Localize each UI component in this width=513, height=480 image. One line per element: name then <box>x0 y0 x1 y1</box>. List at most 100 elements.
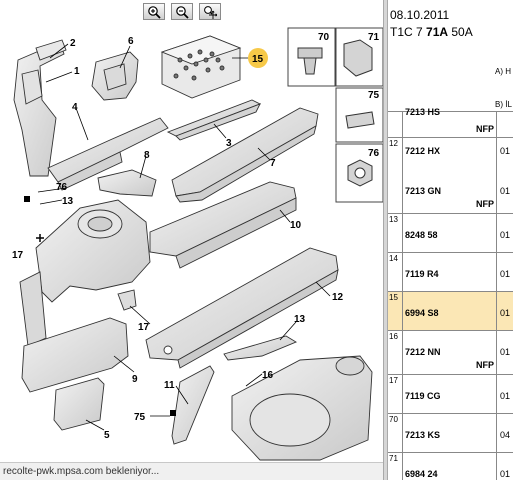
callout-3: 3 <box>226 138 232 149</box>
part-reference: 7213 HS <box>405 107 441 117</box>
row-refs: 6984 24 <box>403 453 497 480</box>
fastener-box-75 <box>335 87 383 143</box>
part-4-rail <box>47 117 169 191</box>
callout-1: 1 <box>74 66 80 77</box>
leader-lines <box>37 43 331 431</box>
part-reference[interactable]: 7213 GN <box>405 186 442 196</box>
row-refs: 7119 R4 <box>403 253 497 291</box>
row-index: 15 <box>388 292 403 330</box>
document-date: 08.10.2011 <box>390 8 450 22</box>
part-reference[interactable]: 6994 S8 <box>405 308 439 318</box>
pane-splitter[interactable] <box>383 0 388 480</box>
ref-suffix: 50A <box>448 25 473 39</box>
row-index: 70 <box>388 414 403 452</box>
zoom-in-button[interactable] <box>143 3 165 20</box>
part-reference[interactable]: 7119 CG <box>405 391 441 401</box>
row-qty: 01 <box>497 453 513 480</box>
callout-4: 4 <box>72 102 78 113</box>
part-1-2-bracket <box>13 39 67 177</box>
row-refs: 7212 HX 7213 GN NFP <box>403 138 497 213</box>
callout-76: 76 <box>56 182 68 193</box>
callout-10: 10 <box>290 220 302 231</box>
marker-76 <box>24 196 30 202</box>
part-10-member <box>149 181 297 269</box>
document-header: 08.10.2011 T1C 7 71A 50A A) H B) İL <box>388 0 513 118</box>
part-17-clip <box>117 289 137 311</box>
part-3-rail <box>166 99 262 141</box>
table-row[interactable]: 7213 HS NFP <box>388 107 513 138</box>
row-index: 16 <box>388 331 403 374</box>
zoom-out-button[interactable] <box>171 3 193 20</box>
callout-75: 75 <box>134 412 146 423</box>
option-b-label: B) İL <box>495 100 512 109</box>
part-13-bracket <box>223 335 297 361</box>
row-qty: 01 <box>497 292 513 330</box>
callout-labels: 2 1 4 6 15 3 7 8 76 13 17 10 12 13 17 9 … <box>12 32 380 441</box>
quantity: 01 <box>500 269 511 279</box>
part-reference[interactable]: 6984 24 <box>405 469 438 479</box>
status-bar: recolte-pwk.mpsa.com bekleniyor... <box>0 462 383 480</box>
row-qty: 04 <box>497 414 513 452</box>
row-index: 12 <box>388 138 403 213</box>
callout-9: 9 <box>132 374 138 385</box>
callout-75-box: 75 <box>368 90 380 101</box>
callout-17: 17 <box>138 322 150 333</box>
zoom-out-icon <box>176 5 189 19</box>
row-qty: 01 <box>497 331 513 374</box>
pan-button[interactable] <box>199 3 221 20</box>
nfp-badge: NFP <box>476 199 494 209</box>
row-refs: 7119 CG <box>403 375 497 413</box>
row-qty: 01 <box>497 214 513 252</box>
part-reference[interactable]: 7212 NN <box>405 347 441 357</box>
exploded-diagram[interactable]: 2 1 4 6 15 3 7 8 76 13 17 10 12 13 17 9 … <box>0 0 383 462</box>
quantity: 01 <box>500 347 511 357</box>
quantity: 01 <box>500 391 511 401</box>
part-reference[interactable]: 7119 R4 <box>405 269 439 279</box>
quantity: 01 <box>500 186 511 196</box>
fastener-box-70 <box>287 27 336 87</box>
fastener-box-71 <box>335 27 383 87</box>
callout-11: 11 <box>164 380 175 391</box>
part-9-panel <box>21 317 129 393</box>
part-reference[interactable]: 8248 58 <box>405 230 438 240</box>
callout-13: 13 <box>294 314 306 325</box>
part-reference[interactable]: 7213 KS <box>405 430 441 440</box>
callout-15: 15 <box>252 54 264 65</box>
zoom-in-icon <box>148 5 161 19</box>
callout-6: 6 <box>128 36 134 47</box>
callout-71: 17 <box>12 250 24 261</box>
parts-list-pane: 08.10.2011 T1C 7 71A 50A A) H B) İL 7213… <box>388 0 513 480</box>
row-index: 17 <box>388 375 403 413</box>
row-refs: 7212 NN NFP <box>403 331 497 374</box>
callout-2: 2 <box>70 38 76 49</box>
exploded-diagram-pane[interactable]: 2 1 4 6 15 3 7 8 76 13 17 10 12 13 17 9 … <box>0 0 383 480</box>
quantity: 01 <box>500 308 511 318</box>
row-refs: 7213 HS NFP <box>403 107 497 137</box>
part-8-bracket <box>97 169 157 197</box>
document-reference: T1C 7 71A 50A <box>390 25 473 39</box>
row-index: 14 <box>388 253 403 291</box>
part-wheelarch-assembly <box>19 199 151 347</box>
row-refs: 6994 S8 <box>403 292 497 330</box>
part-reference[interactable]: 7212 HX <box>405 146 441 156</box>
row-refs: 7213 KS <box>403 414 497 452</box>
part-6-bracket <box>91 51 139 101</box>
nfp-badge: NFP <box>476 124 494 134</box>
part-7-member <box>171 107 319 203</box>
quantity: 04 <box>500 430 511 440</box>
row-index: 13 <box>388 214 403 252</box>
callout-70: 70 <box>318 32 330 43</box>
fastener-box-76 <box>335 143 383 203</box>
nfp-badge: NFP <box>476 360 494 370</box>
row-refs: 8248 58 <box>403 214 497 252</box>
